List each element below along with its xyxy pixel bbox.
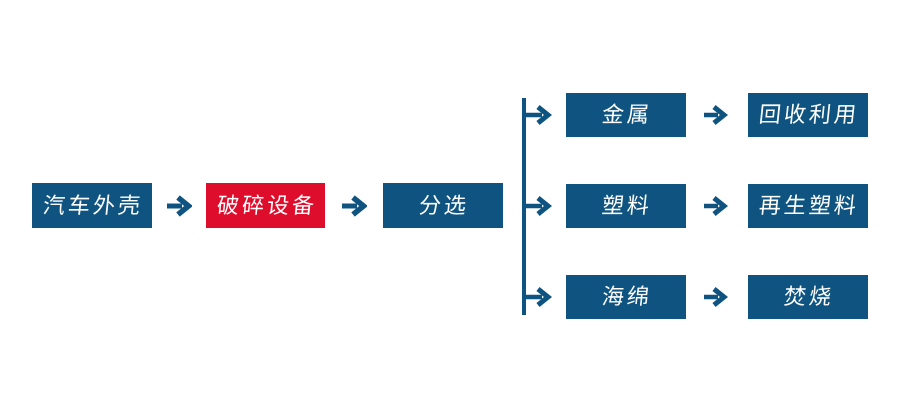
node-recycling-label: 回收利用 bbox=[758, 102, 861, 127]
node-metal: 金属 bbox=[566, 93, 686, 137]
node-sponge-label: 海绵 bbox=[601, 284, 654, 309]
node-recycling: 回收利用 bbox=[748, 93, 868, 137]
node-metal-label: 金属 bbox=[601, 102, 654, 127]
node-recycled-plastic: 再生塑料 bbox=[748, 184, 868, 228]
arrow-right-icon bbox=[341, 195, 367, 217]
arrow-right-icon bbox=[524, 195, 552, 217]
node-plastic: 塑料 bbox=[566, 184, 686, 228]
node-recycled-plastic-label: 再生塑料 bbox=[758, 193, 861, 218]
node-crushing-equipment-label: 破碎设备 bbox=[215, 192, 319, 218]
node-plastic-label: 塑料 bbox=[601, 193, 654, 218]
arrow-right-icon bbox=[166, 195, 192, 217]
node-incineration-label: 焚烧 bbox=[783, 284, 836, 309]
arrow-right-icon bbox=[524, 104, 552, 126]
arrow-right-icon bbox=[703, 104, 729, 126]
node-incineration: 焚烧 bbox=[748, 275, 868, 319]
node-sorting: 分选 bbox=[383, 183, 503, 228]
node-car-shell-label: 汽车外壳 bbox=[42, 192, 145, 218]
arrow-right-icon bbox=[703, 195, 729, 217]
node-crushing-equipment: 破碎设备 bbox=[206, 183, 325, 228]
node-car-shell: 汽车外壳 bbox=[32, 183, 152, 228]
node-sorting-label: 分选 bbox=[418, 192, 471, 218]
arrow-right-icon bbox=[524, 286, 552, 308]
arrow-right-icon bbox=[703, 286, 729, 308]
node-sponge: 海绵 bbox=[566, 275, 686, 319]
